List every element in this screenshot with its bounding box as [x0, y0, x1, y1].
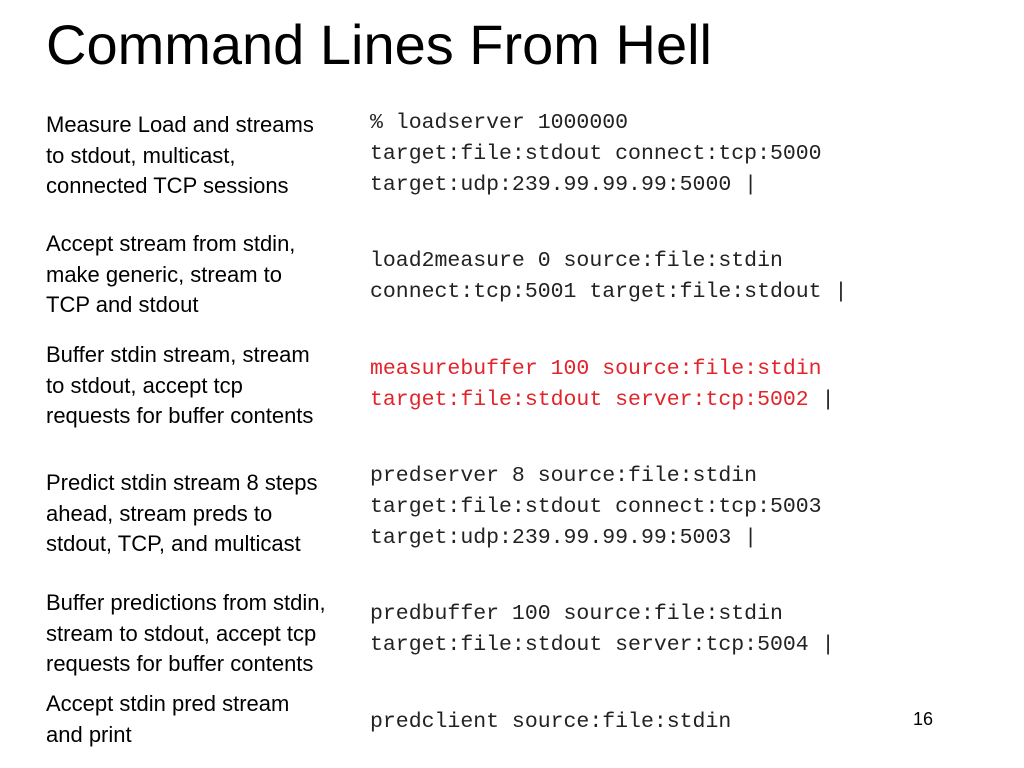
description-line: requests for buffer contents [46, 651, 314, 676]
row-description-predclient: Accept stdin pred stream and print [46, 689, 376, 750]
description-line: Accept stdin pred stream [46, 691, 290, 716]
command-suffix: | [808, 388, 835, 412]
description-line: to stdout, multicast, [46, 142, 236, 168]
description-line: to stdout, accept tcp [46, 372, 243, 398]
command-line: connect:tcp:5001 target:file:stdout | [370, 280, 848, 304]
command-line: predclient source:file:stdin [370, 710, 732, 734]
row-description-predbuffer: Buffer predictions from stdin, stream to… [46, 588, 376, 680]
command-line: measurebuffer 100 source:file:stdin [370, 354, 834, 385]
command-predclient: predclient source:file:stdin [370, 707, 731, 738]
description-line: and print [46, 721, 132, 747]
description-line: Measure Load and streams [46, 112, 314, 137]
command-line: target:file:stdout connect:tcp:5003 [370, 495, 822, 519]
page-number: 16 [913, 709, 934, 729]
command-line: predserver 8 source:file:stdin [370, 464, 758, 488]
slide-title: Command Lines From Hell [46, 13, 712, 76]
command-line: target:file:stdout connect:tcp:5000 [370, 142, 822, 166]
command-line: target:file:stdout server:tcp:5004 | [370, 633, 835, 657]
command-line: target:udp:239.99.99.99:5003 | [370, 526, 758, 550]
description-line: make generic, stream to [46, 261, 282, 287]
command-line: load2measure 0 source:file:stdin [370, 249, 783, 273]
description-line: Accept stream from stdin, [46, 231, 296, 256]
command-line: % loadserver 1000000 [370, 111, 629, 135]
command-line: predbuffer 100 source:file:stdin [370, 602, 783, 626]
command-predserver: predserver 8 source:file:stdin target:fi… [370, 461, 822, 554]
description-line: Predict stdin stream 8 steps [46, 470, 318, 495]
command-line: target:udp:239.99.99.99:5000 | [370, 173, 758, 197]
command-line: target:file:stdout server:tcp:5002 | [370, 385, 834, 416]
description-line: TCP and stdout [46, 292, 199, 317]
description-line: ahead, stream preds to [46, 500, 273, 526]
description-line: Buffer predictions from stdin, [46, 590, 326, 615]
command-predbuffer: predbuffer 100 source:file:stdin target:… [370, 599, 834, 661]
row-description-measurebuffer: Buffer stdin stream, stream to stdout, a… [46, 340, 376, 432]
row-description-loadserver: Measure Load and streams to stdout, mult… [46, 110, 376, 202]
row-description-predserver: Predict stdin stream 8 steps ahead, stre… [46, 468, 376, 560]
command-loadserver: % loadserver 1000000 target:file:stdout … [370, 108, 822, 201]
command-load2measure: load2measure 0 source:file:stdin connect… [370, 246, 847, 308]
description-line: stdout, TCP, and multicast [46, 531, 301, 556]
description-line: requests for buffer contents [46, 403, 314, 428]
description-line: Buffer stdin stream, stream [46, 342, 310, 367]
command-measurebuffer: measurebuffer 100 source:file:stdin targ… [370, 354, 834, 416]
description-line: stream to stdout, accept tcp [46, 620, 317, 646]
row-description-load2measure: Accept stream from stdin, make generic, … [46, 229, 376, 321]
command-highlight: measurebuffer 100 source:file:stdin [370, 357, 822, 381]
command-highlight: target:file:stdout server:tcp:5002 [370, 388, 809, 412]
description-line: connected TCP sessions [46, 173, 289, 198]
